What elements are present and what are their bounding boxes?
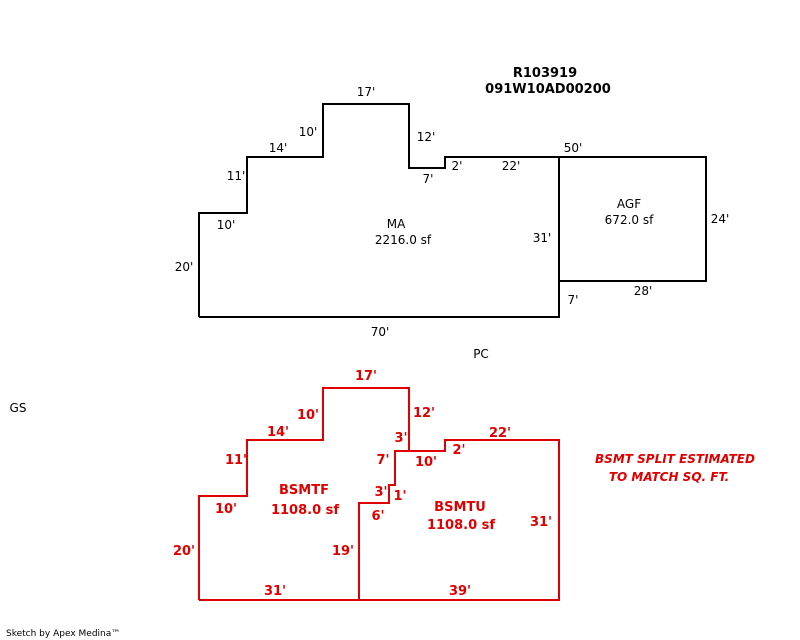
- dim-b-top-22: 22': [489, 426, 511, 441]
- map-number: 091W10AD00200: [485, 82, 611, 97]
- bsmtf-area: 1108.0 sf: [271, 503, 339, 518]
- dim-b-right-31: 31': [530, 515, 552, 530]
- dim-b-step-6: 6': [371, 509, 384, 524]
- dim-ma-step-14: 14': [269, 141, 288, 155]
- dim-b-step-14: 14': [267, 425, 289, 440]
- bsmtu-area: 1108.0 sf: [427, 518, 495, 533]
- dim-b-right-12: 12': [413, 406, 435, 421]
- dim-ma-mid-31: 31': [533, 231, 552, 245]
- dim-b-bottom-39: 39': [449, 584, 471, 599]
- pc-label: PC: [473, 347, 489, 361]
- dim-ma-left-20: 20': [175, 260, 194, 274]
- dim-b-step-2: 2': [452, 443, 465, 458]
- sketch-credit: Sketch by Apex Medina™: [6, 629, 120, 639]
- dim-b-step-7: 7': [376, 453, 389, 468]
- dim-b-top-17: 17': [355, 369, 377, 384]
- parcel-id: R103919: [513, 66, 577, 81]
- dim-ma-top-50: 50': [564, 141, 583, 155]
- dim-agf-7: 7': [568, 293, 579, 307]
- ma-outline: [198, 103, 560, 318]
- ma-area: 2216.0 sf: [375, 233, 432, 247]
- dim-b-left-20: 20': [173, 544, 195, 559]
- dim-b-left-10-upper: 10': [297, 408, 319, 423]
- agf-area: 672.0 sf: [605, 213, 654, 227]
- dim-ma-left-10-lower: 10': [217, 218, 236, 232]
- dim-ma-step-2: 2': [452, 159, 463, 173]
- dim-ma-left-11: 11': [227, 169, 246, 183]
- basement-note-line1: BSMT SPLIT ESTIMATED: [595, 452, 755, 466]
- dim-b-step-1: 1': [393, 489, 406, 504]
- dim-agf-28: 28': [634, 284, 653, 298]
- dim-agf-24: 24': [711, 212, 730, 226]
- dim-ma-left-10-upper: 10': [299, 125, 318, 139]
- dim-ma-bottom-70: 70': [371, 325, 390, 339]
- dim-ma-right-12: 12': [417, 130, 436, 144]
- dim-ma-top-22: 22': [502, 159, 521, 173]
- dim-b-step-10: 10': [415, 455, 437, 470]
- gs-label: GS: [10, 401, 27, 415]
- dim-b-bottom-31: 31': [264, 584, 286, 599]
- dim-ma-step-7: 7': [423, 172, 434, 186]
- dim-b-step-3-upper: 3': [394, 431, 407, 446]
- agf-label: AGF: [617, 197, 641, 211]
- dim-b-step-3-lower: 3': [374, 485, 387, 500]
- dim-b-left-10-lower: 10': [215, 502, 237, 517]
- dim-b-mid-19: 19': [332, 544, 354, 559]
- basement-note-line2: TO MATCH SQ. FT.: [609, 470, 729, 484]
- basement-unfinished-outline: [359, 439, 560, 601]
- dim-ma-top-17: 17': [357, 85, 376, 99]
- bsmtf-label: BSMTF: [279, 483, 329, 498]
- dim-b-left-11: 11': [225, 453, 247, 468]
- agf-outline: [559, 156, 707, 282]
- ma-label: MA: [387, 217, 406, 231]
- bsmtu-label: BSMTU: [434, 500, 486, 515]
